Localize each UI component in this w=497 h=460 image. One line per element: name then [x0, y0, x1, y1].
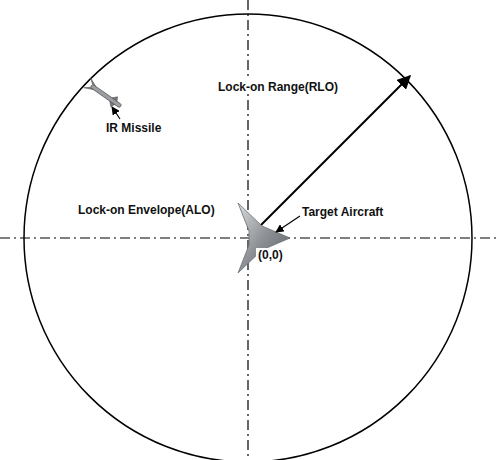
target-aircraft: [238, 203, 290, 273]
missile-leader: [112, 107, 120, 119]
envelope-label: Lock-on Envelope(ALO): [76, 203, 217, 217]
missile-label: IR Missile: [104, 121, 163, 135]
aircraft-label: Target Aircraft: [300, 205, 385, 219]
aircraft-leader: [276, 216, 300, 232]
x-axis: [0, 237, 497, 238]
origin-label: (0,0): [256, 248, 285, 262]
range-arrow: [250, 76, 410, 236]
ir-missile: [84, 78, 124, 111]
range-label: Lock-on Range(RLO): [216, 80, 340, 94]
lock-on-envelope-circle: [24, 14, 472, 460]
